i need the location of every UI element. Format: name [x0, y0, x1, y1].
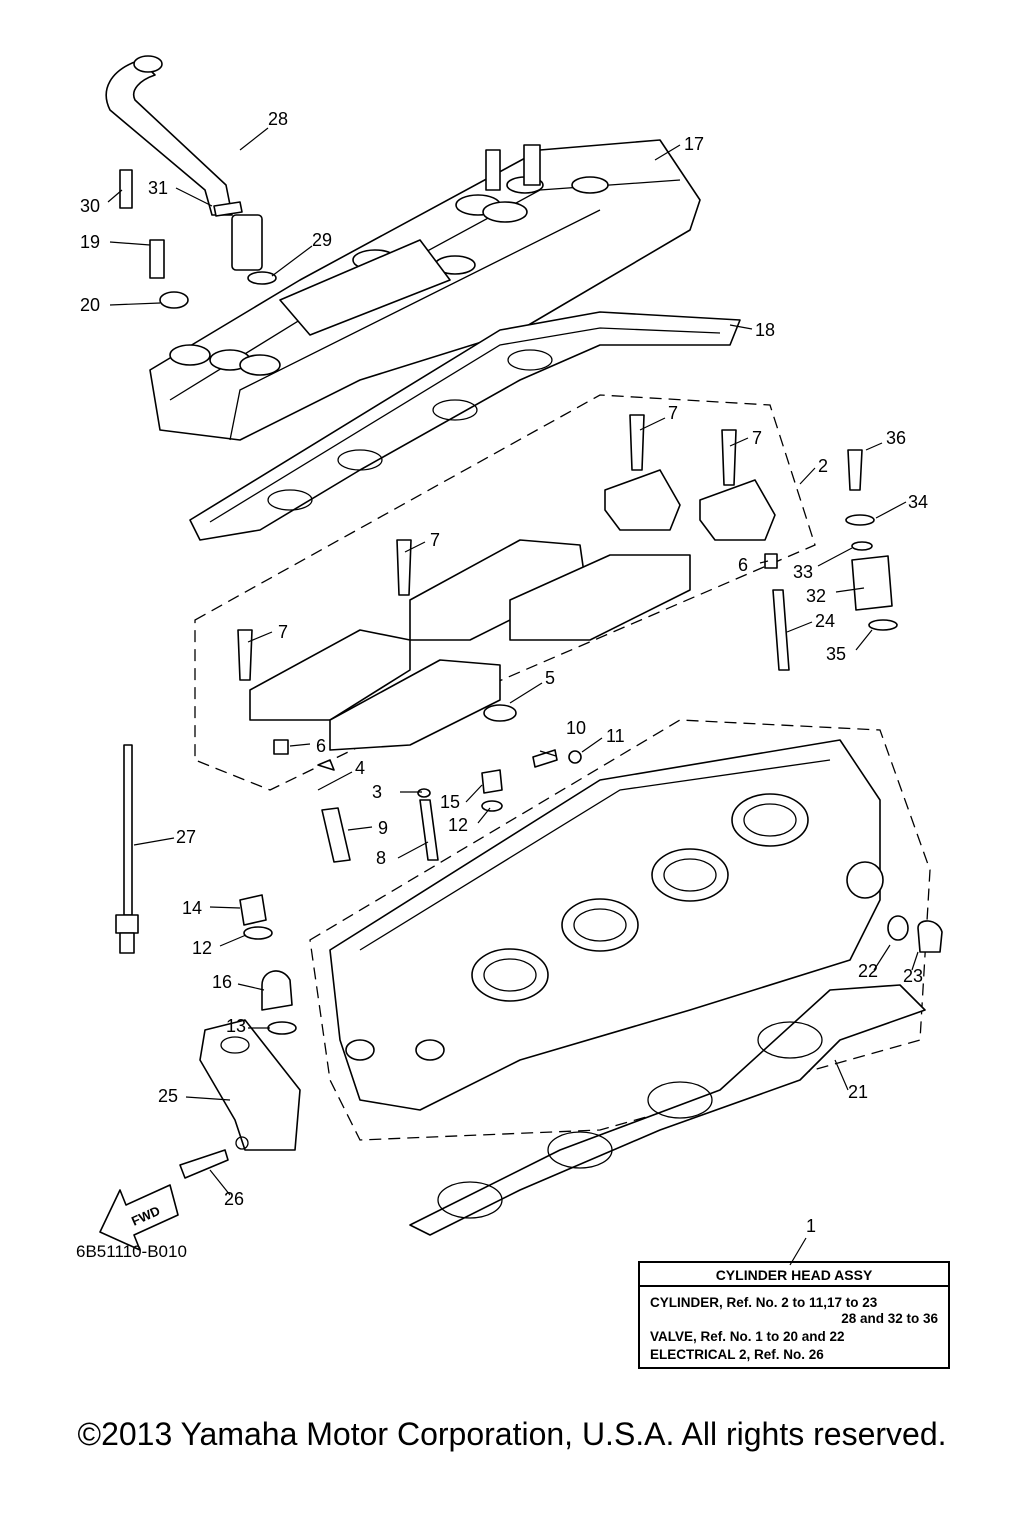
callout-15: 15	[440, 792, 460, 812]
assembly-line-cylinder: CYLINDER, Ref. No. 2 to 11,17 to 23	[650, 1295, 878, 1310]
callout-6-lower: 6	[316, 736, 326, 756]
small-parts	[119, 169, 943, 1035]
callout-12-upper: 12	[448, 815, 468, 835]
assembly-line-electrical: ELECTRICAL 2, Ref. No. 26	[650, 1347, 824, 1362]
callout-12-lower: 12	[192, 938, 212, 958]
callout-6-upper: 6	[738, 555, 748, 575]
head-gasket-part	[409, 984, 926, 1236]
callout-27: 27	[176, 827, 196, 847]
callout-22: 22	[858, 961, 878, 981]
cylinder-head-outline	[309, 719, 931, 1141]
callout-31: 31	[148, 178, 168, 198]
callout-35: 35	[826, 644, 846, 664]
callout-30: 30	[80, 196, 100, 216]
callout-33: 33	[793, 562, 813, 582]
forward-arrow-icon: FWD	[99, 1184, 179, 1251]
callout-4: 4	[355, 758, 365, 778]
callout-23: 23	[903, 966, 923, 986]
callout-3: 3	[372, 782, 382, 802]
callout-8: 8	[376, 848, 386, 868]
callout-7-b: 7	[752, 428, 762, 448]
cable-tie-part	[115, 744, 139, 954]
callout-21: 21	[848, 1082, 868, 1102]
callout-10: 10	[566, 718, 586, 738]
callout-1: 1	[806, 1216, 816, 1236]
callout-19: 19	[80, 232, 100, 252]
copyright-notice: ©2013 Yamaha Motor Corporation, U.S.A. A…	[77, 1416, 947, 1452]
cam-cap-bolts-part	[237, 414, 863, 681]
cam-caps-part	[249, 469, 776, 751]
cylinder-head-part	[329, 739, 884, 1111]
callout-16: 16	[212, 972, 232, 992]
callout-36: 36	[886, 428, 906, 448]
callout-26: 26	[224, 1189, 244, 1209]
callout-numbers: 1 2 3 4 5 6 6 7 7 7 7 8 9 10 11 12 12 13…	[80, 109, 928, 1236]
bracket-part	[199, 1019, 301, 1151]
callout-7-c: 7	[430, 530, 440, 550]
callout-28: 28	[268, 109, 288, 129]
callout-18: 18	[755, 320, 775, 340]
assembly-line-valve: VALVE, Ref. No. 1 to 20 and 22	[650, 1329, 845, 1344]
callout-20: 20	[80, 295, 100, 315]
callout-7-a: 7	[668, 403, 678, 423]
assembly-reference-box: CYLINDER HEAD ASSY CYLINDER, Ref. No. 2 …	[638, 1261, 950, 1369]
callout-24: 24	[815, 611, 835, 631]
cam-cap-group-outline	[194, 394, 816, 791]
leader-lines	[107, 127, 919, 1266]
bracket-bolt-part	[179, 1149, 229, 1179]
callout-11: 11	[606, 726, 625, 746]
callout-34: 34	[908, 492, 928, 512]
callout-25: 25	[158, 1086, 178, 1106]
callout-7-d: 7	[278, 622, 288, 642]
callout-17: 17	[684, 134, 704, 154]
callout-32: 32	[806, 586, 826, 606]
head-cover-part	[149, 139, 701, 441]
assembly-title: CYLINDER HEAD ASSY	[640, 1263, 948, 1287]
callout-14: 14	[182, 898, 202, 918]
cover-gasket-part	[189, 311, 741, 541]
callout-5: 5	[545, 668, 555, 688]
callout-29: 29	[312, 230, 332, 250]
diagram-code: 6B51110-B010	[76, 1242, 187, 1261]
callout-9: 9	[378, 818, 388, 838]
callout-13: 13	[226, 1016, 246, 1036]
assembly-line-cylinder-cont: 28 and 32 to 36	[841, 1311, 938, 1326]
callout-2: 2	[818, 456, 828, 476]
